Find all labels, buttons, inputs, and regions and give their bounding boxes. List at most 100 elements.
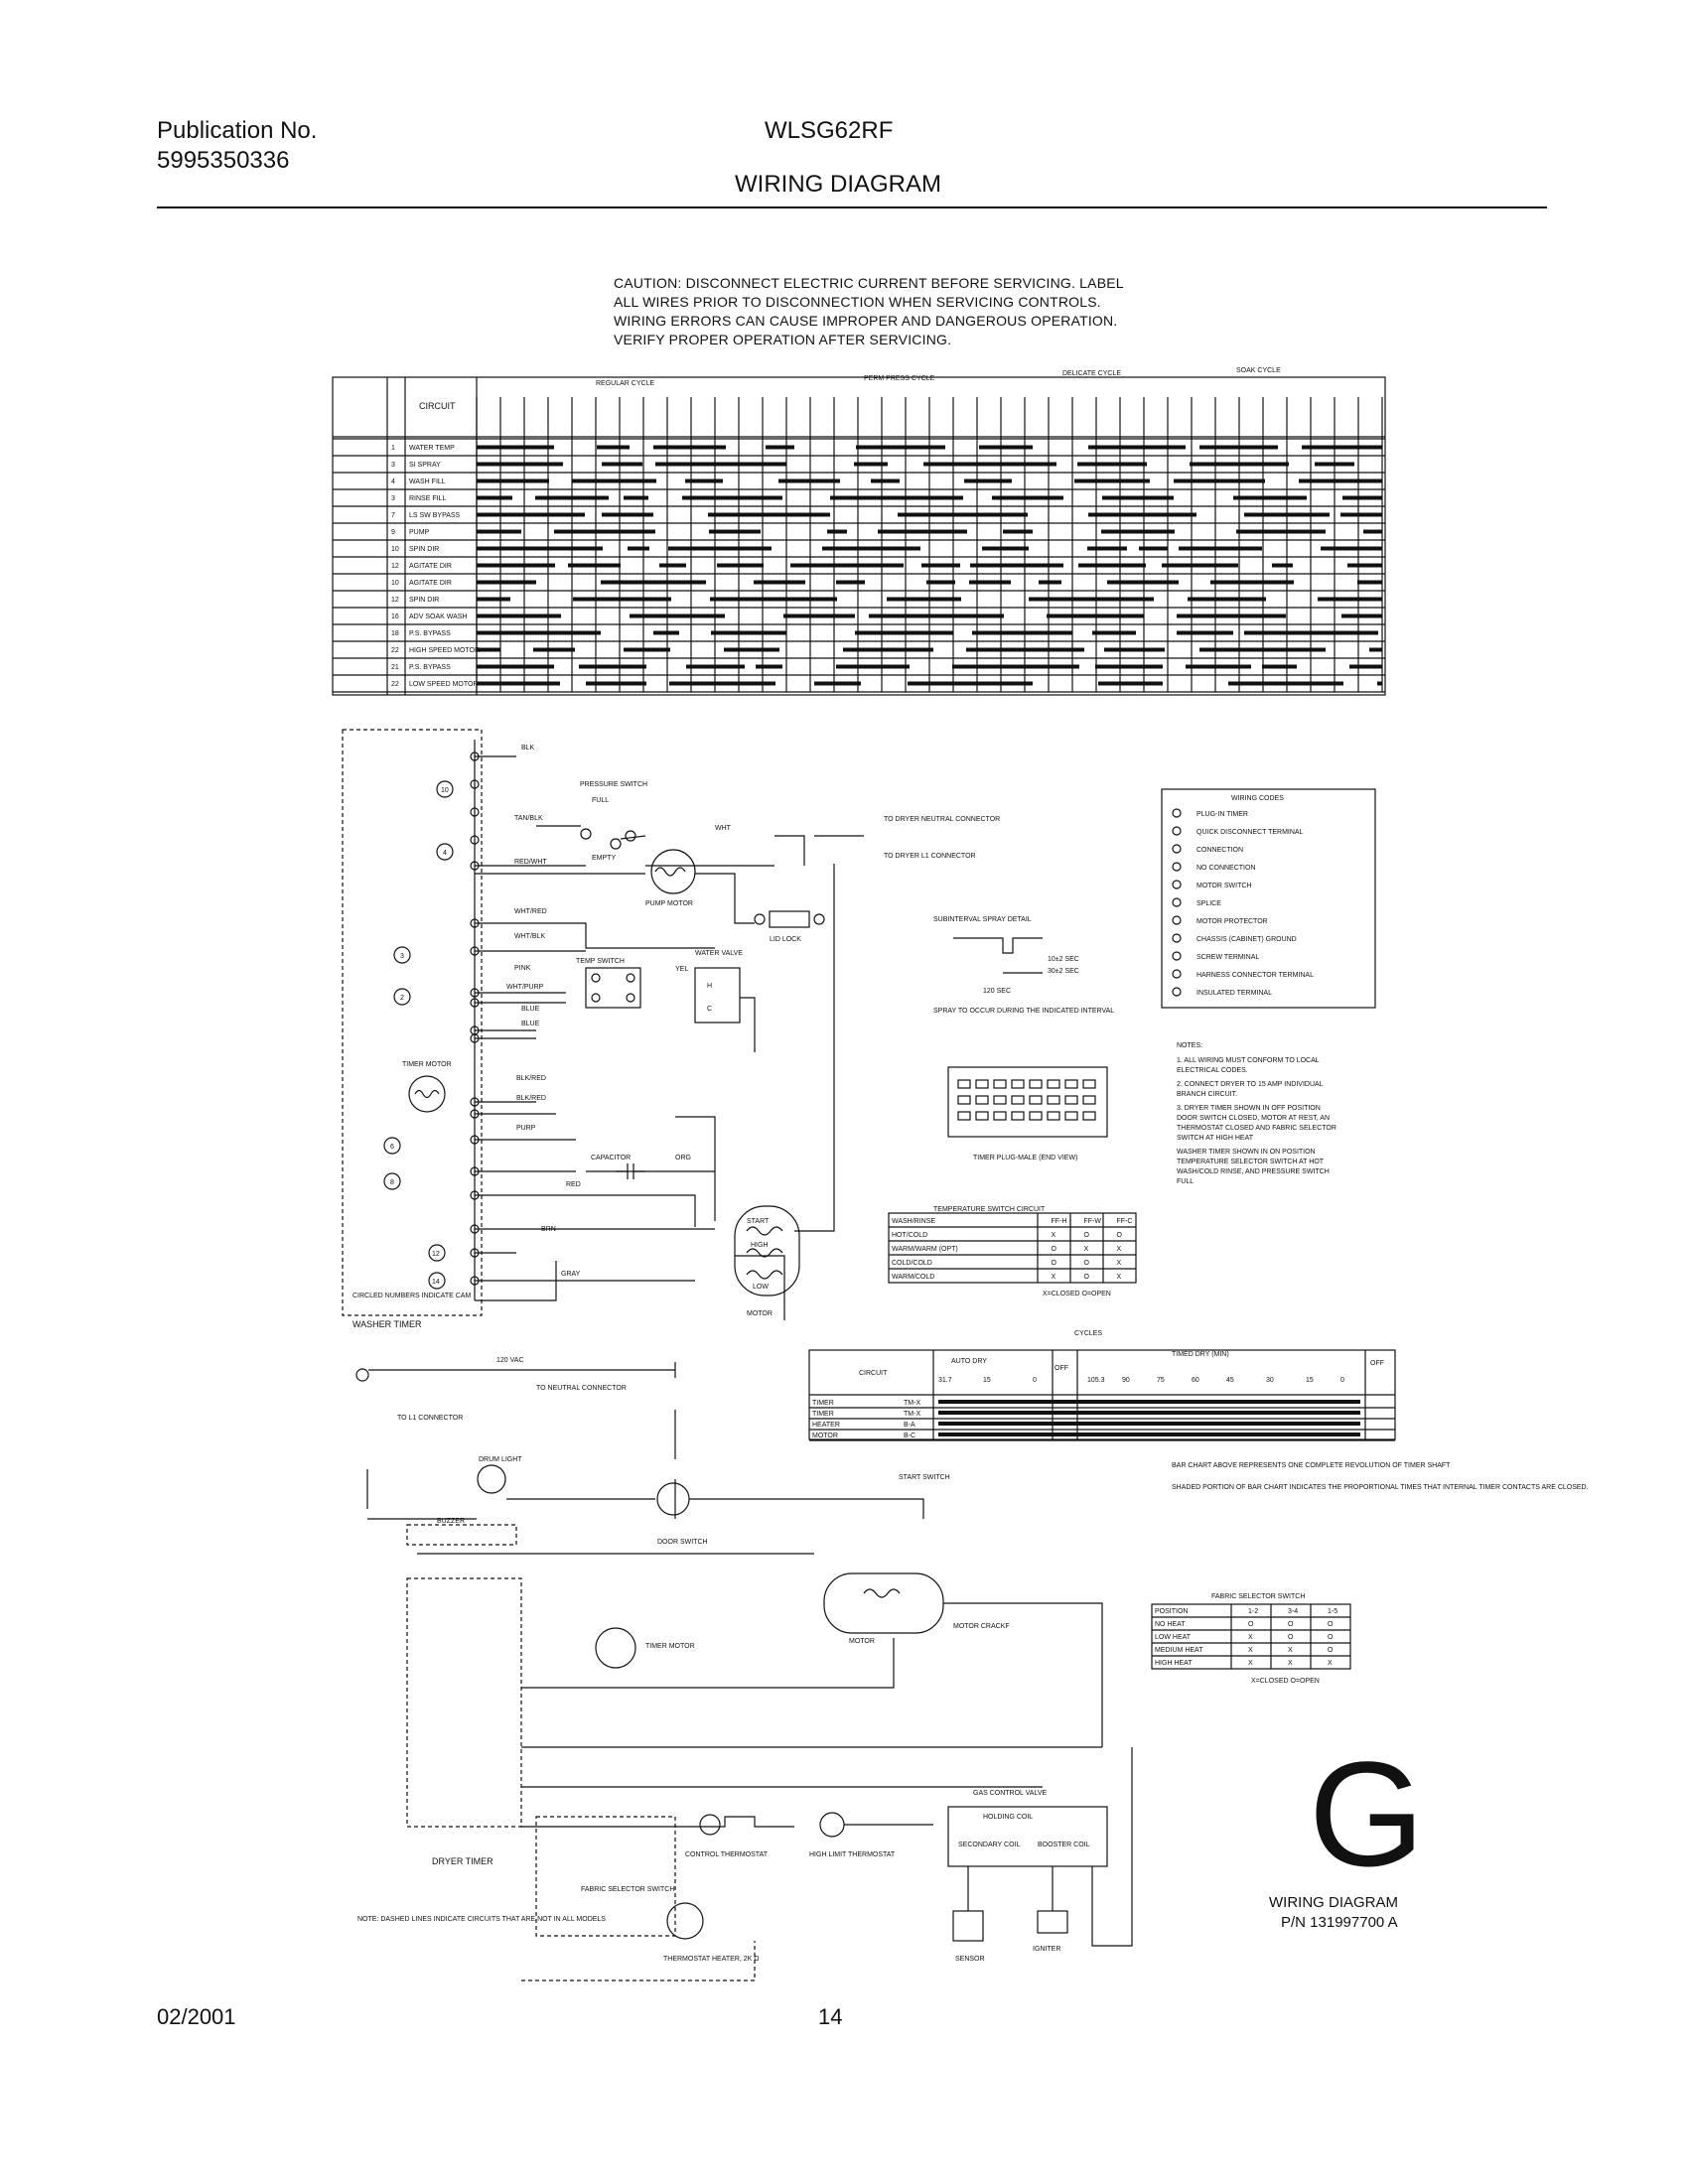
terminal-number: 12 [391,597,399,604]
timer-plug-label: TIMER PLUG-MALE (END VIEW) [973,1155,1077,1161]
temp-table-title: TEMPERATURE SWITCH CIRCUIT [933,1206,1046,1213]
plug-pin [975,1079,989,1089]
chart-grid [333,397,1385,693]
sensor-label: SENSOR [955,1956,985,1963]
hi-limit-label: HIGH LIMIT THERMOSTAT [809,1851,896,1858]
dryer-tick: 105.3 [1087,1377,1105,1384]
svg-text:14: 14 [432,1279,440,1286]
spray-detail-title: SUBINTERVAL SPRAY DETAIL [933,916,1032,923]
table-cell: WARM/WARM (OPT) [892,1246,958,1253]
wire-label: BRN [541,1226,556,1233]
off-label: OFF [1370,1360,1384,1367]
dryer-tick: 15 [1306,1377,1314,1384]
svg-text:4: 4 [443,850,447,857]
code-symbol [1172,951,1182,961]
table-cell: O [1288,1621,1294,1628]
table-cell: HOT/COLD [892,1232,927,1239]
wire-label: BLK [521,745,535,751]
buzzer-label: BUZZER [437,1518,465,1525]
wire-label: BLK/RED [516,1075,546,1082]
terminal-number: 4 [391,478,395,485]
wire-label: WHT/RED [514,908,547,915]
dryer-tick: 75 [1157,1377,1165,1384]
plug-pin [1029,1111,1043,1121]
table-cell: HIGH HEAT [1155,1660,1193,1667]
circuit-label: P.S. BYPASS [409,630,451,637]
timer-terminal [470,807,480,817]
to-neutral-label: TO NEUTRAL CONNECTOR [536,1385,627,1392]
code-symbol [1172,880,1182,889]
circuit-label: WATER TEMP [409,445,455,452]
table-border [1151,1603,1351,1670]
svg-text:6: 6 [390,1144,394,1151]
dryer-timer-label: DRYER TIMER [432,1856,493,1866]
temp-switch-table: TEMPERATURE SWITCH CIRCUIT X=CLOSED O=OP… [888,1206,1137,1297]
caution-line: VERIFY PROPER OPERATION AFTER SERVICING. [614,332,952,347]
gas-valve-label: GAS CONTROL VALVE [973,1790,1047,1797]
high-label: HIGH [751,1242,769,1249]
plug-pin [1011,1095,1025,1105]
dryer-row-label: MOTOR [812,1433,838,1439]
table-cell: X [1117,1274,1122,1281]
notes-block: NOTES: 1. ALL WIRING MUST CONFORM TO LOC… [1177,1042,1336,1185]
code-symbol [1172,915,1182,925]
spray-t2: 30±2 SEC [1048,968,1079,975]
dryer-row-terminal: B-C [904,1433,915,1439]
pressure-switch-label: PRESSURE SWITCH [580,781,647,788]
table-cell: X [1117,1246,1122,1253]
start-label: START [747,1218,770,1225]
table-cell: O [1248,1621,1254,1628]
table-cell: 3-4 [1288,1608,1298,1615]
wire-label: WHT [715,825,732,832]
terminal-number: 21 [391,664,399,671]
table-cell: X [1052,1274,1056,1281]
dryer-note1: BAR CHART ABOVE REPRESENTS ONE COMPLETE … [1172,1462,1451,1469]
plug-pins [957,1079,1096,1121]
wire-label: BLUE [521,1006,540,1013]
table-cell: O [1288,1634,1294,1641]
dryer-circuit-label: CIRCUIT [859,1370,888,1377]
table-cell: POSITION [1155,1608,1188,1615]
caution-line: CAUTION: DISCONNECT ELECTRIC CURRENT BEF… [614,275,1124,291]
circuit-label: RINSE FILL [409,495,446,502]
note-line: ELECTRICAL CODES. [1177,1067,1248,1074]
code-item: INSULATED TERMINAL [1196,990,1272,997]
table-cell: X [1084,1246,1089,1253]
table-cell: X [1288,1647,1293,1654]
plug-pin [1011,1079,1025,1089]
notes-title: NOTES: [1177,1042,1202,1049]
table-cell: 1-2 [1248,1608,1258,1615]
table-cell: FF-W [1084,1218,1102,1225]
terminal-number: 10 [391,580,399,587]
note-line: FULL [1177,1178,1194,1185]
plug-pin [1064,1079,1078,1089]
dryer-row-terminal: TM-X [904,1400,920,1407]
wire-label: ORG [675,1155,691,1161]
footer-page: 14 [818,2004,843,2029]
table-cell: O [1084,1232,1090,1239]
plug-pin [975,1111,989,1121]
wire-label: BLUE [521,1021,540,1027]
table-cell: X [1288,1660,1293,1667]
motor-label: MOTOR [747,1310,773,1317]
terminal-number: 10 [391,546,399,553]
dryer-tick: 0 [1033,1377,1037,1384]
washer-timer-chart: CIRCUIT REGULAR CYCLE PERM PRESS CYCLE D… [332,367,1386,696]
page-title: WIRING DIAGRAM [735,171,941,198]
dryer-tick: 31.7 [938,1377,952,1384]
code-item: QUICK DISCONNECT TERMINAL [1196,829,1304,836]
dryer-row-terminal: B-A [904,1422,915,1429]
svg-text:8: 8 [390,1179,394,1186]
svg-text:10: 10 [441,787,449,794]
circuit-label: LOW SPEED MOTOR [409,681,479,688]
plug-pin [1047,1079,1060,1089]
table-cell: COLD/COLD [892,1260,932,1267]
dryer-cycles-chart: CYCLES CIRCUIT AUTO DRY TIMED DRY (MIN) … [808,1330,1589,1491]
low-label: LOW [753,1284,769,1291]
terminal-number: 22 [391,681,399,688]
plug-pin [957,1079,971,1089]
washer-timer-label: WASHER TIMER [352,1319,422,1329]
spray-t3: 120 SEC [983,988,1011,995]
terminal-number: 7 [391,512,395,519]
